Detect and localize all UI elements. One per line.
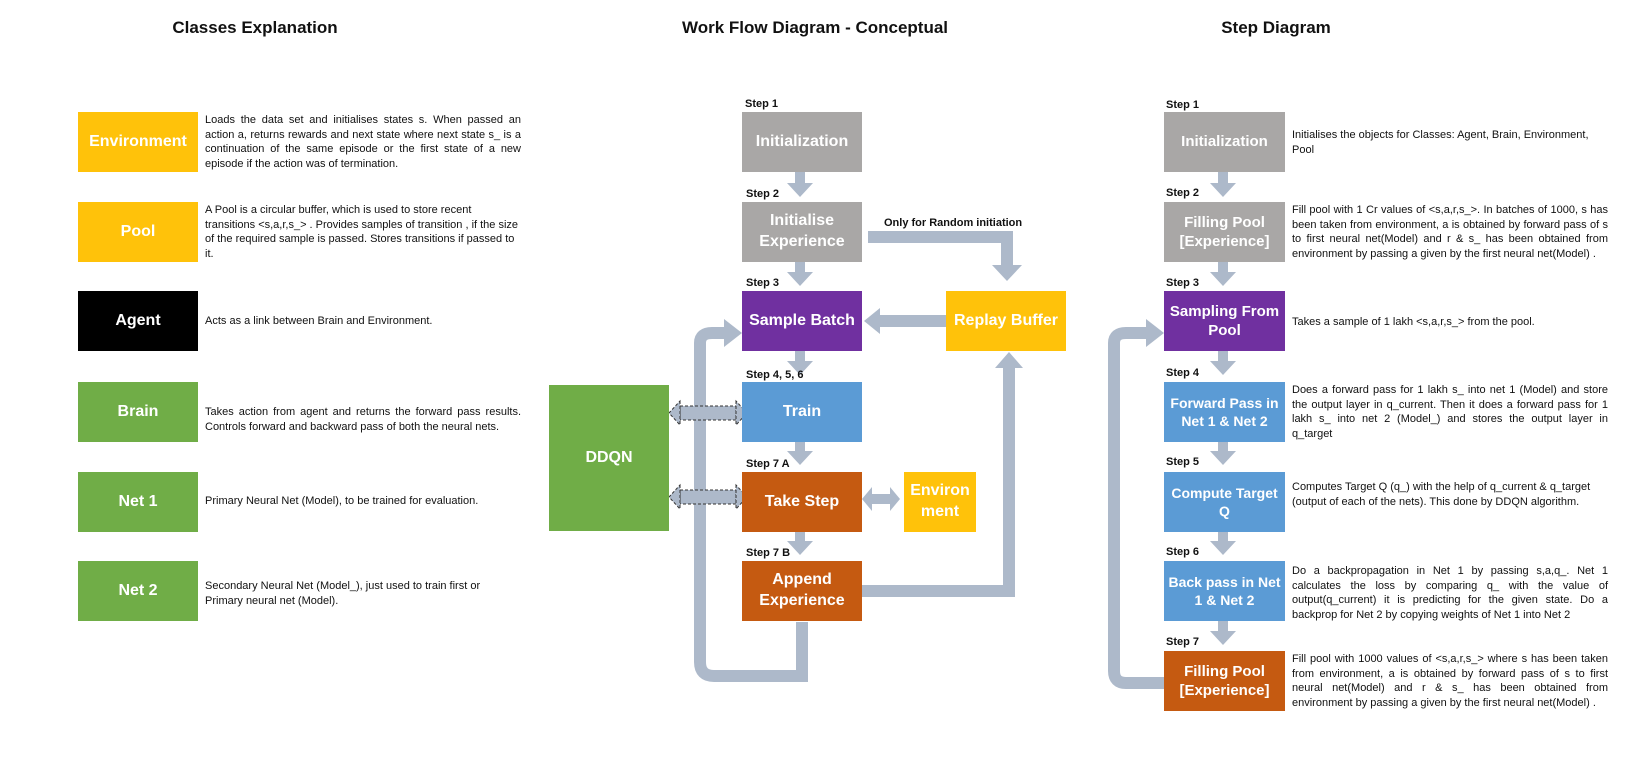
random-initiation-note: Only for Random initiation	[884, 217, 1023, 229]
class-pool-desc: A Pool is a circular buffer, which is us…	[205, 204, 519, 260]
sd-step-4-desc: Does a forward pass for 1 lakh s_ into n…	[1292, 384, 1608, 440]
wf-replay-buffer-box: Replay Buffer	[946, 291, 1066, 351]
class-net2-box: Net 2	[78, 561, 198, 621]
step-env-head-left	[862, 487, 872, 511]
sd-step-2-desc: Fill pool with 1 Cr values of <s,a,r,s_>…	[1292, 204, 1608, 260]
class-net1-box: Net 1	[78, 472, 198, 532]
random-init-connector-v	[1001, 231, 1013, 265]
random-init-arrow-head	[992, 265, 1022, 281]
append-to-buffer-head	[995, 352, 1023, 368]
down-arrow-sd-2	[1210, 261, 1236, 286]
down-arrow-wf-1	[787, 172, 813, 197]
sd-step-3-label: Step 3	[1166, 277, 1200, 289]
sd-step-6-desc: Do a backpropagation in Net 1 by passing…	[1292, 565, 1608, 621]
buffer-to-sample-head	[864, 308, 880, 334]
append-to-buffer-v	[1003, 368, 1015, 597]
sd-forward-pass-box: Forward Pass in Net 1 & Net 2	[1164, 382, 1285, 442]
ddqn-train-link	[668, 399, 748, 427]
wf-train-box: Train	[742, 382, 862, 442]
down-arrow-sd-1	[1210, 172, 1236, 197]
buffer-to-sample-shaft	[880, 315, 946, 327]
down-arrow-wf-3	[787, 350, 813, 375]
down-arrow-wf-2	[787, 261, 813, 286]
sd-filling-pool-7-box: Filling Pool [Experience]	[1164, 651, 1285, 711]
class-brain-box: Brain	[78, 382, 198, 442]
sd-step-2-label: Step 2	[1166, 187, 1200, 199]
sd-back-pass-box: Back pass in Net 1 & Net 2	[1164, 561, 1285, 621]
sd-loop-connector	[1108, 327, 1164, 689]
wf-step-7b-label: Step 7 B	[746, 547, 791, 559]
workflow-heading: Work Flow Diagram - Conceptual	[681, 18, 949, 37]
class-pool-box: Pool	[78, 202, 198, 262]
wf-take-step-box: Take Step	[742, 472, 862, 532]
append-to-buffer-h	[862, 585, 1015, 597]
random-init-connector-h	[868, 231, 1013, 243]
sd-sampling-box: Sampling From Pool	[1164, 291, 1285, 351]
down-arrow-sd-5	[1210, 530, 1236, 555]
wf-step-3-label: Step 3	[746, 277, 780, 289]
wf-initialise-experience-box: Initialise Experience	[742, 202, 862, 262]
step-diagram-heading: Step Diagram	[1221, 18, 1331, 37]
sd-loop-arrow-head	[1146, 319, 1164, 347]
classes-heading: Classes Explanation	[172, 18, 338, 37]
wf-step-2-label: Step 2	[746, 188, 780, 200]
down-arrow-wf-4	[787, 440, 813, 465]
sd-filling-pool-box: Filling Pool [Experience]	[1164, 202, 1285, 262]
wf-step-1-label: Step 1	[745, 98, 779, 110]
wf-ddqn-box: DDQN	[549, 385, 669, 531]
class-environment-box: Environment	[78, 112, 198, 172]
class-brain-desc: Takes action from agent and returns the …	[205, 406, 521, 433]
step-env-shaft	[872, 494, 890, 504]
wf-environment-box: Environ ment	[904, 472, 976, 532]
sd-step-7-desc: Fill pool with 1000 values of <s,a,r,s_>…	[1292, 653, 1608, 709]
class-net2-desc: Secondary Neural Net (Model_), just used…	[205, 580, 481, 607]
wf-step-7a-label: Step 7 A	[746, 458, 790, 470]
step-env-head-right	[890, 487, 900, 511]
down-arrow-sd-6	[1210, 620, 1236, 645]
sd-step-5-desc: Computes Target Q (q_) with the help of …	[1292, 481, 1591, 508]
sd-step-1-label: Step 1	[1166, 99, 1200, 111]
sd-step-6-label: Step 6	[1166, 546, 1200, 558]
sd-compute-target-box: Compute Target Q	[1164, 472, 1285, 532]
wf-sample-batch-box: Sample Batch	[742, 291, 862, 351]
sd-step-1-desc: Initialises the objects for Classes: Age…	[1292, 129, 1589, 156]
class-agent-desc: Acts as a link between Brain and Environ…	[205, 315, 433, 327]
sd-step-4-label: Step 4	[1166, 367, 1200, 379]
sd-step-3-desc: Takes a sample of 1 lakh <s,a,r,s_> from…	[1292, 316, 1535, 328]
class-agent-box: Agent	[78, 291, 198, 351]
wf-loop-arrow-head	[724, 319, 742, 347]
wf-step-456-label: Step 4, 5, 6	[746, 369, 804, 381]
wf-append-experience-box: Append Experience	[742, 561, 862, 621]
wf-initialization-box: Initialization	[742, 112, 862, 172]
sd-initialization-box: Initialization	[1164, 112, 1285, 172]
wf-loop-connector	[694, 327, 808, 682]
sd-step-7-label: Step 7	[1166, 636, 1200, 648]
down-arrow-sd-4	[1210, 440, 1236, 465]
ddqn-take-step-link	[668, 483, 748, 511]
down-arrow-sd-3	[1210, 350, 1236, 375]
sd-step-5-label: Step 5	[1166, 456, 1200, 468]
class-environment-desc: Loads the data set and initialises state…	[205, 114, 521, 170]
class-net1-desc: Primary Neural Net (Model), to be traine…	[205, 495, 479, 507]
down-arrow-wf-5	[787, 530, 813, 555]
